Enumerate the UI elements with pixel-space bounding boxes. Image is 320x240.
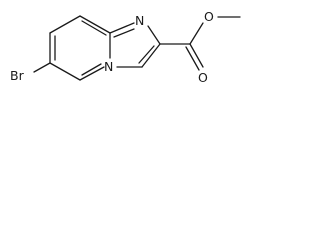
oxygen-ester-label: O — [204, 9, 214, 24]
bond-n1-c2 — [147, 25, 161, 45]
oxygen-carbonyl-label: O — [198, 70, 208, 85]
bond-carbonyl-o-double-a — [189, 43, 204, 68]
bond-c6-c5 — [49, 62, 81, 81]
pyridine-ring — [49, 15, 111, 81]
bond-carbonyl-o-single — [189, 22, 204, 45]
bond-carbonyl-o-double-b — [185, 46, 200, 71]
bond-c2-c3-inner — [138, 45, 155, 64]
bond-c8-c7 — [49, 15, 81, 34]
bond-c6-br — [33, 62, 51, 73]
bond-c8-c8a-inner — [81, 20, 107, 36]
imidazole-ring — [109, 22, 161, 68]
bond-c8-c8a — [79, 15, 111, 34]
bond-c8a-n1 — [109, 22, 135, 34]
bromine-label: Br — [10, 68, 25, 83]
nitrogen-bridge-label: N — [104, 59, 113, 74]
molecule-structure: Br N N O O — [10, 9, 241, 85]
ester-group — [159, 16, 241, 71]
bond-c8a-n1-inner — [113, 28, 135, 38]
nitrogen-imine-label: N — [135, 13, 144, 28]
bond-c5-n4-inner — [81, 63, 102, 76]
bond-c2-c3 — [141, 43, 161, 68]
bond-c5-n4 — [79, 66, 105, 81]
